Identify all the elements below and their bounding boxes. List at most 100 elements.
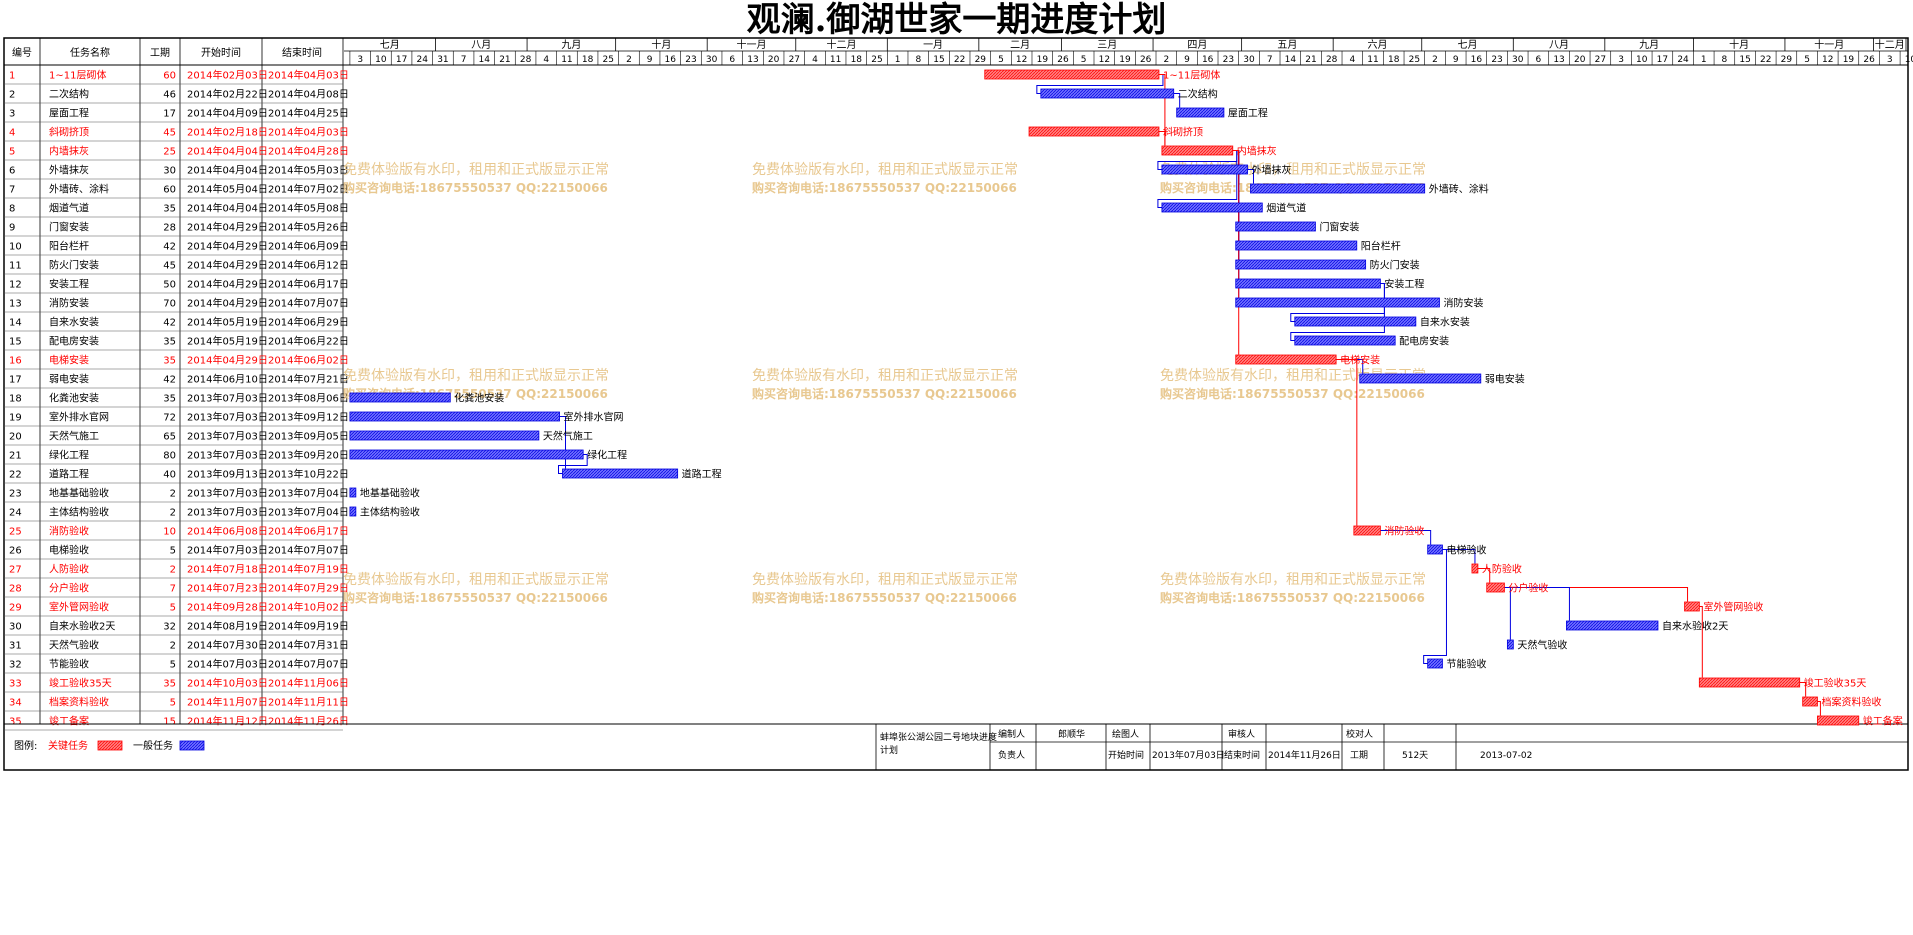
task-duration: 2 (170, 508, 176, 519)
dependency-link (1817, 701, 1821, 716)
task-name: 室外管网验收 (49, 601, 109, 614)
week-label: 8 (915, 55, 921, 65)
footer-start: 2013年07月03日 (1152, 749, 1225, 761)
week-label: 25 (603, 55, 614, 65)
task-duration: 5 (170, 603, 176, 614)
task-duration: 72 (163, 413, 176, 424)
task-bar (1353, 525, 1381, 536)
task-end: 2014年11月26日 (268, 715, 349, 728)
week-label: 4 (1349, 55, 1355, 65)
task-bar (1176, 107, 1225, 118)
watermark-line-1: 免费体验版有水印，租用和正式版显示正常 (343, 368, 609, 384)
task-start: 2014年07月23日 (187, 582, 268, 595)
week-label: 19 (1119, 55, 1131, 65)
dependency-link (559, 416, 567, 469)
week-label: 4 (812, 55, 818, 65)
dependency-link (1247, 169, 1254, 184)
week-label: 23 (1223, 55, 1234, 65)
task-end: 2014年04月08日 (268, 88, 349, 101)
task-bar-label: 室外管网验收 (1703, 601, 1763, 614)
task-id: 20 (9, 432, 22, 443)
watermark-line-2: 购买咨询电话:18675550537 QQ:22150066 (1160, 590, 1425, 605)
task-start: 2013年09月13日 (187, 468, 268, 481)
week-label: 15 (1739, 55, 1750, 65)
task-bar-label: 竣工验收35天 (1804, 677, 1867, 690)
task-start: 2014年02月18日 (187, 126, 268, 139)
watermark-line-1: 免费体验版有水印，租用和正式版显示正常 (343, 572, 609, 588)
legend-normal-label: 一般任务 (133, 739, 173, 752)
task-name: 节能验收 (49, 658, 89, 671)
task-bar (349, 487, 357, 498)
task-bar (1235, 259, 1367, 270)
week-label: 2 (626, 55, 632, 65)
task-name: 分户验收 (49, 582, 89, 595)
col-header-dur: 工期 (150, 47, 170, 59)
dependency-link (558, 454, 588, 474)
task-bar-label: 屋面工程 (1228, 108, 1268, 120)
task-bar-label: 档案资料验收 (1821, 696, 1881, 709)
week-label: 28 (1326, 55, 1338, 65)
week-label: 19 (1843, 55, 1855, 65)
task-bar (1235, 354, 1337, 365)
task-bar-label: 配电房安装 (1399, 335, 1449, 348)
task-id: 27 (9, 565, 22, 576)
task-duration: 2 (170, 489, 176, 500)
week-label: 26 (1057, 55, 1069, 65)
task-duration: 42 (163, 318, 176, 329)
task-id: 22 (9, 470, 22, 481)
chart-border (3, 37, 1909, 771)
task-start: 2014年11月12日 (187, 715, 268, 728)
task-bar-label: 防火门安装 (1370, 259, 1420, 272)
task-end: 2014年07月07日 (268, 544, 349, 557)
task-start: 2013年07月03日 (187, 430, 268, 443)
task-name: 外墙砖、涂料 (49, 183, 109, 196)
task-bar-label: 消防验收 (1384, 525, 1424, 538)
task-start: 2014年04月04日 (187, 202, 268, 215)
footer-date: 2013-07-02 (1480, 751, 1532, 761)
month-label: 四月 (1187, 39, 1207, 51)
week-label: 9 (647, 55, 653, 65)
task-duration: 28 (163, 223, 176, 234)
task-name: 竣工验收35天 (49, 677, 112, 690)
task-bar (562, 468, 679, 479)
task-name: 1~11层砌体 (49, 70, 106, 82)
task-bar (1235, 278, 1381, 289)
task-duration: 7 (170, 584, 176, 595)
watermark-line-2: 购买咨询电话:18675550537 QQ:22150066 (343, 590, 608, 605)
task-end: 2014年10月02日 (268, 601, 349, 614)
week-label: 18 (851, 55, 863, 65)
task-id: 31 (9, 641, 22, 652)
week-label: 1 (895, 55, 901, 65)
task-bar-label: 外墙砖、涂料 (1429, 183, 1489, 196)
task-id: 33 (9, 679, 22, 690)
task-name: 天然气施工 (49, 430, 99, 443)
task-bar (1566, 620, 1659, 631)
week-label: 21 (499, 55, 510, 65)
task-bar-label: 电梯验收 (1446, 544, 1486, 557)
task-duration: 32 (163, 622, 176, 633)
month-label: 一月 (923, 39, 943, 51)
task-bar-label: 节能验收 (1446, 658, 1486, 671)
page-title: 观澜.御湖世家一期进度计划 (746, 0, 1167, 40)
task-duration: 10 (163, 527, 176, 538)
col-header-end: 结束时间 (282, 46, 322, 59)
dependency-link (1799, 682, 1807, 697)
task-duration: 5 (170, 698, 176, 709)
legend-critical-swatch (97, 740, 123, 751)
task-start: 2014年04月09日 (187, 107, 268, 120)
task-id: 11 (9, 261, 22, 272)
task-bar-label: 内墙抹灰 (1237, 145, 1277, 158)
task-id: 19 (9, 413, 22, 424)
task-id: 29 (9, 603, 22, 614)
week-label: 4 (543, 55, 549, 65)
task-start: 2014年06月10日 (187, 373, 268, 386)
task-bar-label: 外墙抹灰 (1252, 164, 1292, 177)
week-label: 30 (706, 55, 718, 65)
task-name: 地基基础验收 (49, 487, 109, 500)
task-name: 竣工备案 (49, 715, 89, 728)
week-label: 8 (1722, 55, 1728, 65)
task-bar-label: 弱电安装 (1485, 373, 1525, 386)
task-duration: 80 (163, 451, 176, 462)
task-bar-label: 烟道气道 (1266, 202, 1306, 215)
footer-end: 2014年11月26日 (1268, 749, 1341, 761)
